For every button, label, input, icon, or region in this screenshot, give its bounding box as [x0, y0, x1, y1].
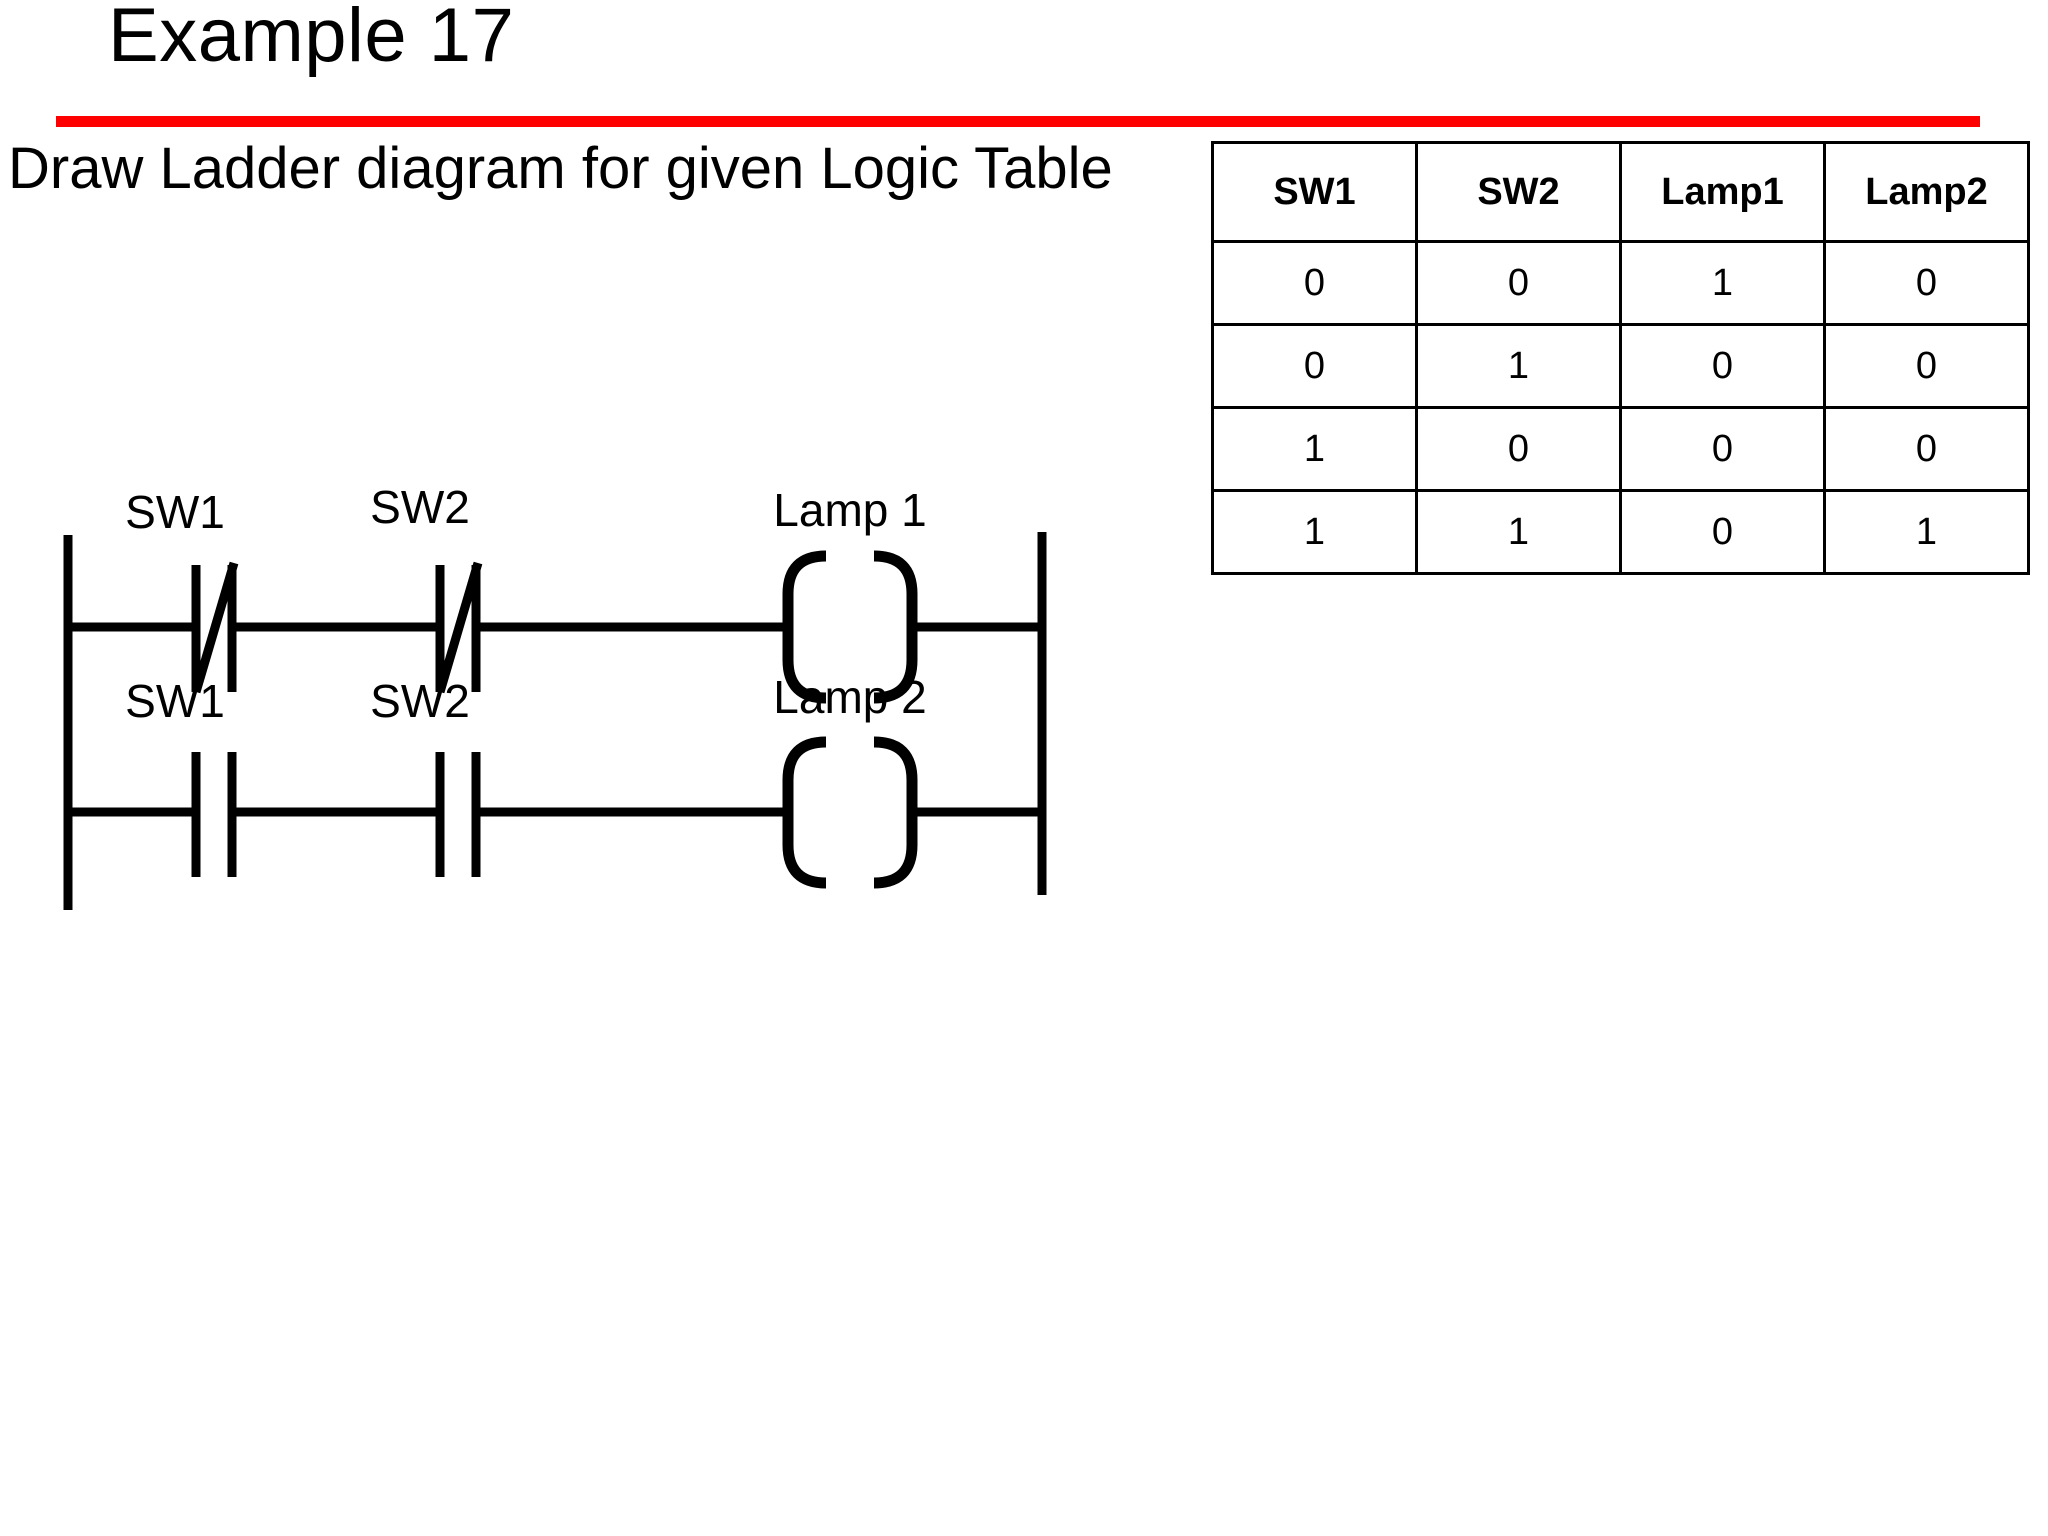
cell-lamp1: 0 — [1619, 489, 1826, 575]
contact-no-sw1-rung2[interactable] — [191, 752, 237, 877]
coil-label-lamp-1: Lamp 1 — [773, 484, 926, 536]
cell-sw2: 0 — [1415, 406, 1622, 492]
cell-sw1: 0 — [1211, 323, 1418, 409]
title-divider — [56, 116, 1980, 127]
slide-subtitle: Draw Ladder diagram for given Logic Tabl… — [8, 136, 1113, 201]
table-row: 1 1 0 1 — [1211, 489, 2030, 575]
page-title: Example 17 — [108, 0, 515, 78]
coil-label-lamp-2: Lamp 2 — [773, 671, 926, 723]
coil-lamp-2[interactable] — [782, 736, 918, 889]
contact-nc-sw1-rung1[interactable] — [191, 561, 239, 694]
contact-no-sw2-rung2[interactable] — [435, 752, 481, 877]
cell-sw1: 1 — [1211, 489, 1418, 575]
cell-lamp2: 0 — [1823, 323, 2030, 409]
cell-lamp1: 0 — [1619, 406, 1826, 492]
table-row: 0 1 0 0 — [1211, 323, 2030, 409]
column-header-sw1: SW1 — [1211, 141, 1418, 243]
contact-label-sw1-rung1: SW1 — [125, 486, 225, 538]
contact-label-sw1-rung2: SW1 — [125, 675, 225, 727]
column-header-lamp2: Lamp2 — [1823, 141, 2030, 243]
nc-contact-slash — [435, 561, 483, 694]
cell-sw1: 1 — [1211, 406, 1418, 492]
contact-nc-sw2-rung1[interactable] — [435, 561, 483, 694]
contact-label-sw2-rung2: SW2 — [370, 675, 470, 727]
ladder-diagram: SW1 SW2 Lamp 1 — [0, 380, 1120, 940]
table-row: 1 0 0 0 — [1211, 406, 2030, 492]
rung-1: SW1 SW2 Lamp 1 — [68, 481, 1042, 704]
nc-contact-slash — [191, 561, 239, 694]
contact-label-sw2-rung1: SW2 — [370, 481, 470, 533]
column-header-sw2: SW2 — [1415, 141, 1622, 243]
column-header-lamp1: Lamp1 — [1619, 141, 1826, 243]
coil-bracket-right — [873, 550, 918, 704]
cell-sw1: 0 — [1211, 240, 1418, 326]
cell-lamp2: 0 — [1823, 240, 2030, 326]
coil-lamp-1[interactable] — [782, 550, 918, 704]
cell-lamp2: 1 — [1823, 489, 2030, 575]
coil-bracket-right — [873, 736, 918, 889]
coil-bracket-left — [782, 736, 827, 889]
table-row: 0 0 1 0 — [1211, 240, 2030, 326]
table-header-row: SW1 SW2 Lamp1 Lamp2 — [1211, 141, 2030, 243]
cell-lamp1: 1 — [1619, 240, 1826, 326]
coil-bracket-left — [782, 550, 827, 704]
cell-sw2: 1 — [1415, 489, 1622, 575]
cell-sw2: 1 — [1415, 323, 1622, 409]
cell-sw2: 0 — [1415, 240, 1622, 326]
cell-lamp2: 0 — [1823, 406, 2030, 492]
cell-lamp1: 0 — [1619, 323, 1826, 409]
logic-truth-table: SW1 SW2 Lamp1 Lamp2 0 0 1 0 0 1 0 0 1 0 — [1211, 141, 2030, 575]
rung-2: SW1 SW2 Lamp 2 — [68, 671, 1042, 889]
